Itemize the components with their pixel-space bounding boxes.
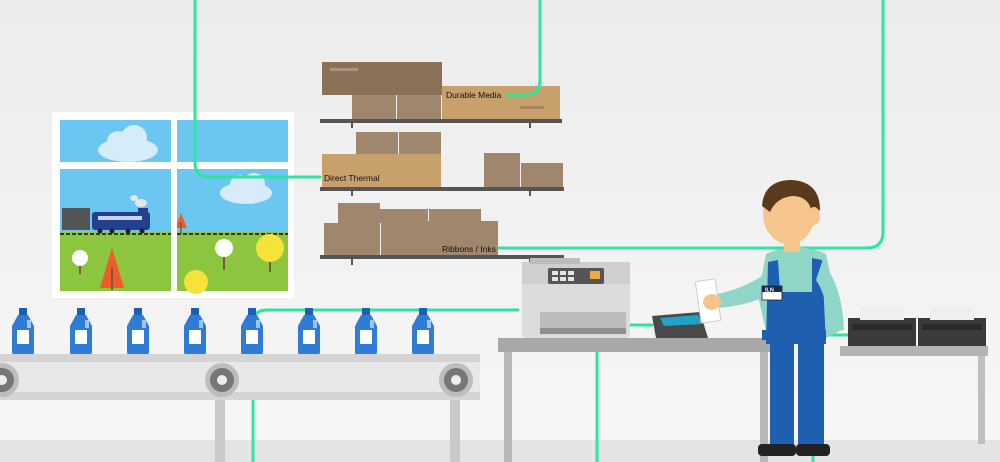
- bottle-icon: [298, 308, 320, 355]
- tree-icon: [256, 234, 284, 272]
- desktop-printer: [848, 306, 916, 346]
- label-durable-media: Durable Media: [446, 90, 502, 100]
- bottle-icon: [241, 308, 263, 355]
- side-table: [840, 346, 988, 444]
- connector-ribbons-inks: [497, 0, 885, 250]
- badge-text: ILN: [765, 288, 774, 294]
- label-ribbons-inks: Ribbons / Inks: [442, 244, 496, 254]
- desktop-printer: [918, 306, 986, 346]
- bottle-icon: [127, 308, 149, 355]
- label-printer: [522, 258, 630, 338]
- tree-icon: [184, 270, 208, 294]
- worker: [695, 180, 844, 456]
- shelf-top: [320, 62, 562, 128]
- train-icon: [62, 195, 150, 234]
- shelf-bottom: [320, 203, 564, 265]
- shelf-middle: [320, 132, 564, 196]
- conveyor-leg: [450, 400, 460, 462]
- floor: [0, 440, 1000, 462]
- tree-icon: [100, 248, 124, 290]
- bottle-row: [12, 308, 434, 355]
- work-table: [498, 338, 774, 462]
- tree-icon: [175, 213, 187, 234]
- bottle-icon: [355, 308, 377, 355]
- bottle-icon: [70, 308, 92, 355]
- bottle-icon: [12, 308, 34, 355]
- bottle-icon: [412, 308, 434, 355]
- cloud-icon: [98, 125, 158, 162]
- bottle-icon: [184, 308, 206, 355]
- gear-icon: [439, 363, 473, 397]
- conveyor-belt: [0, 354, 480, 462]
- connector-durable-media: [505, 0, 542, 97]
- tree-icon: [215, 239, 233, 270]
- gear-icon: [205, 363, 239, 397]
- label-direct-thermal: Direct Thermal: [324, 173, 380, 183]
- window: [52, 112, 294, 298]
- tree-icon: [72, 250, 88, 274]
- conveyor-leg: [215, 400, 225, 462]
- receipt-printer: [652, 312, 708, 338]
- gear-icon: [0, 363, 19, 397]
- connector-direct-thermal: [193, 0, 322, 179]
